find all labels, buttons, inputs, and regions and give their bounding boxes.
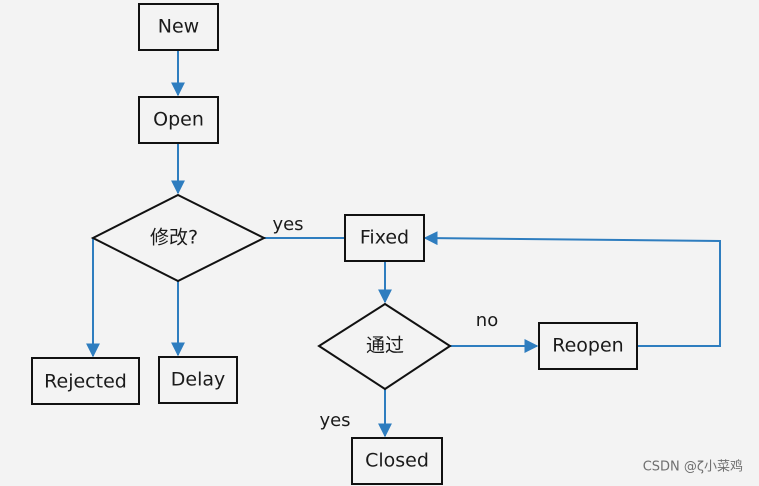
node-delay: Delay <box>158 356 238 404</box>
node-pass-label: 通过 <box>366 335 404 357</box>
node-new-label: New <box>158 16 199 38</box>
node-delay-label: Delay <box>171 369 226 391</box>
node-fixed-label: Fixed <box>360 227 409 249</box>
edge-label-modify-yes: yes <box>272 214 303 235</box>
node-reopen: Reopen <box>538 322 638 370</box>
node-rejected: Rejected <box>31 357 140 405</box>
node-open-label: Open <box>153 109 204 131</box>
node-new: New <box>138 3 219 51</box>
edge-label-pass-no: no <box>476 310 498 331</box>
node-open: Open <box>138 96 219 144</box>
node-closed-label: Closed <box>365 450 429 472</box>
node-fixed: Fixed <box>344 214 425 262</box>
node-modify-decision: 修改? <box>90 193 267 283</box>
edge-label-pass-yes: yes <box>319 410 350 431</box>
edge-reopen-fixed <box>423 231 721 347</box>
node-modify-label: 修改? <box>150 227 198 249</box>
node-closed: Closed <box>351 437 443 485</box>
node-pass-decision: 通过 <box>317 302 452 391</box>
node-reopen-label: Reopen <box>552 335 623 357</box>
watermark: CSDN @ζ小菜鸡 <box>643 459 743 475</box>
node-rejected-label: Rejected <box>44 371 127 393</box>
